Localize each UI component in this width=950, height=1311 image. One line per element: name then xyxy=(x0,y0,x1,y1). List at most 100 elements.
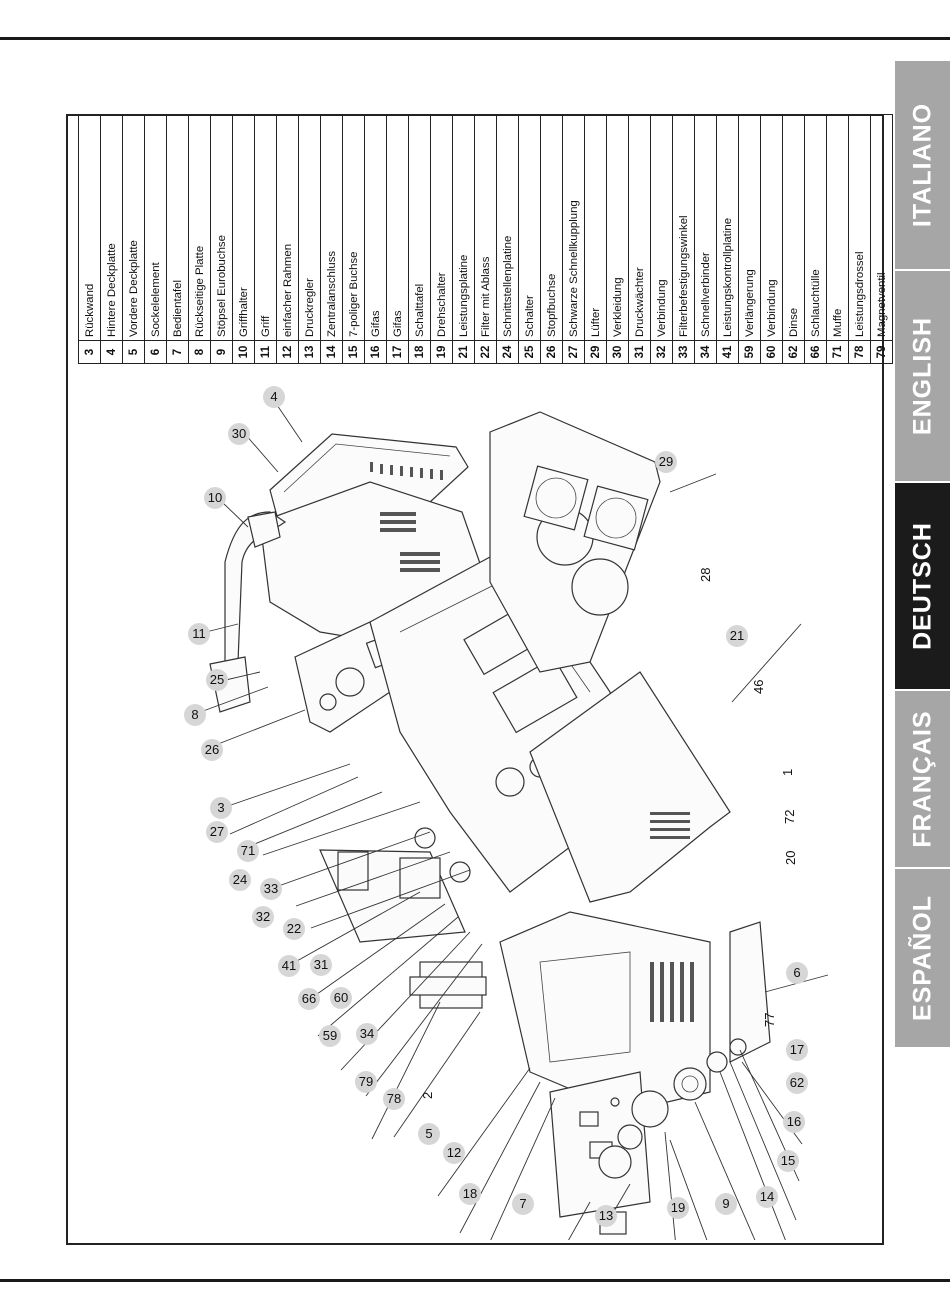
callout-16: 16 xyxy=(783,1111,805,1133)
callout-18: 18 xyxy=(459,1183,481,1205)
callout-14: 14 xyxy=(756,1186,778,1208)
label-20: 20 xyxy=(783,851,798,865)
callout-30-label: 30 xyxy=(232,426,246,441)
callout-13-label: 13 xyxy=(599,1208,613,1223)
part-number: 27 xyxy=(562,340,585,364)
callout-4: 4 xyxy=(263,386,285,408)
part-number: 29 xyxy=(584,340,607,364)
callout-7-label: 7 xyxy=(519,1196,526,1211)
part-number: 62 xyxy=(782,340,805,364)
tab-francais[interactable]: FRANÇAIS xyxy=(895,691,950,867)
callout-31: 31 xyxy=(310,954,332,976)
tab-separator xyxy=(895,689,950,691)
tab-separator xyxy=(895,269,950,271)
part-number: 9 xyxy=(210,340,233,364)
callout-4-label: 4 xyxy=(270,389,277,404)
part-number: 41 xyxy=(716,340,739,364)
part-number: 13 xyxy=(298,340,321,364)
callout-79: 79 xyxy=(355,1071,377,1093)
part-number: 26 xyxy=(540,340,563,364)
tab-deutsch-label: DEUTSCH xyxy=(908,522,936,650)
callout-3: 3 xyxy=(210,797,232,819)
callout-6: 6 xyxy=(786,962,808,984)
tab-deutsch[interactable]: DEUTSCH xyxy=(895,483,950,689)
part-number: 30 xyxy=(606,340,629,364)
fan-assembly-part xyxy=(489,411,661,673)
part-number: 34 xyxy=(694,340,717,364)
callout-24: 24 xyxy=(229,869,251,891)
callout-18-label: 18 xyxy=(463,1186,477,1201)
part-number: 19 xyxy=(430,340,453,364)
callout-10: 10 xyxy=(204,487,226,509)
part-name: Verbindung xyxy=(760,114,783,341)
part-number: 8 xyxy=(188,340,211,364)
callout-24-label: 24 xyxy=(233,872,247,887)
tab-english[interactable]: ENGLISH xyxy=(895,271,950,481)
callout-29-label: 29 xyxy=(659,454,673,469)
part-number: 60 xyxy=(760,340,783,364)
callout-9: 9 xyxy=(715,1193,737,1215)
part-name: Griff xyxy=(254,114,277,341)
callout-15-label: 15 xyxy=(781,1153,795,1168)
callout-19-label: 19 xyxy=(671,1200,685,1215)
bottom-rule xyxy=(0,1279,950,1282)
part-number: 32 xyxy=(650,340,673,364)
callout-22: 22 xyxy=(283,918,305,940)
callout-5: 5 xyxy=(418,1123,440,1145)
callout-17-label: 17 xyxy=(790,1042,804,1057)
figure-frame xyxy=(66,114,884,1245)
front-frame-part xyxy=(499,911,711,1113)
part-name: Gifas xyxy=(386,114,409,341)
part-number: 3 xyxy=(78,340,101,364)
callout-7: 7 xyxy=(512,1193,534,1215)
part-name: Drehschalter xyxy=(430,114,453,341)
callout-21: 21 xyxy=(726,625,748,647)
callout-8-label: 8 xyxy=(191,707,198,722)
part-name: Griffhalter xyxy=(232,114,255,341)
part-number: 7 xyxy=(166,340,189,364)
callout-14-label: 14 xyxy=(760,1189,774,1204)
callout-11-label: 11 xyxy=(192,626,206,641)
callout-34: 34 xyxy=(356,1023,378,1045)
tab-english-label: ENGLISH xyxy=(908,316,936,436)
part-name: Schalter xyxy=(518,114,541,341)
part-name: 7-poliger Buchse xyxy=(342,114,365,341)
callout-5-label: 5 xyxy=(425,1126,432,1141)
part-name: Magnetventil xyxy=(870,114,893,341)
callout-13: 13 xyxy=(595,1205,617,1227)
label-77: 77 xyxy=(762,1013,777,1027)
callout-62: 62 xyxy=(786,1072,808,1094)
part-number: 10 xyxy=(232,340,255,364)
tab-italiano[interactable]: ITALIANO xyxy=(895,61,950,269)
part-name: Verbindung xyxy=(650,114,673,341)
callout-9-label: 9 xyxy=(722,1196,729,1211)
part-name: Bedientafel xyxy=(166,114,189,341)
part-name: einfacher Rahmen xyxy=(276,114,299,341)
callout-59: 59 xyxy=(319,1025,341,1047)
part-number: 6 xyxy=(144,340,167,364)
tab-espanol[interactable]: ESPAÑOL xyxy=(895,869,950,1047)
part-number: 22 xyxy=(474,340,497,364)
part-number: 18 xyxy=(408,340,431,364)
transformer-part xyxy=(409,961,487,1009)
part-name: Hintere Deckplatte xyxy=(100,114,123,341)
base-plate-part xyxy=(529,671,731,903)
part-name: Vordere Deckplatte xyxy=(122,114,145,341)
callout-33-label: 33 xyxy=(264,881,278,896)
